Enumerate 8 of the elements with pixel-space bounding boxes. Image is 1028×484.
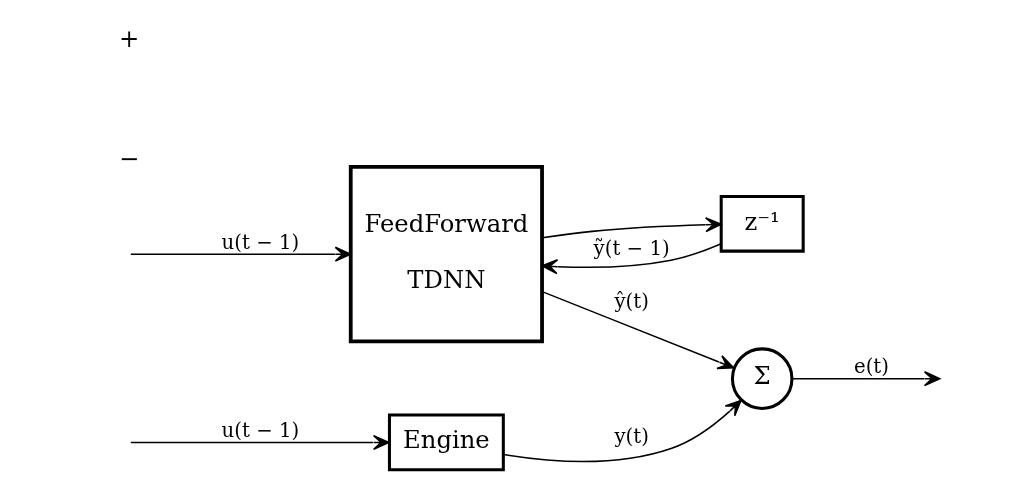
edge-label: e(t) (853, 355, 889, 379)
label: + (118, 24, 139, 54)
edge-label: ŷ(t) (613, 289, 649, 313)
label: − (118, 144, 139, 174)
edge-label: u(t − 1) (221, 418, 299, 442)
edge-label: y(t) (613, 425, 649, 449)
edge-label: ỹ(t − 1) (593, 236, 670, 260)
edge-label: u(t − 1) (221, 230, 299, 254)
